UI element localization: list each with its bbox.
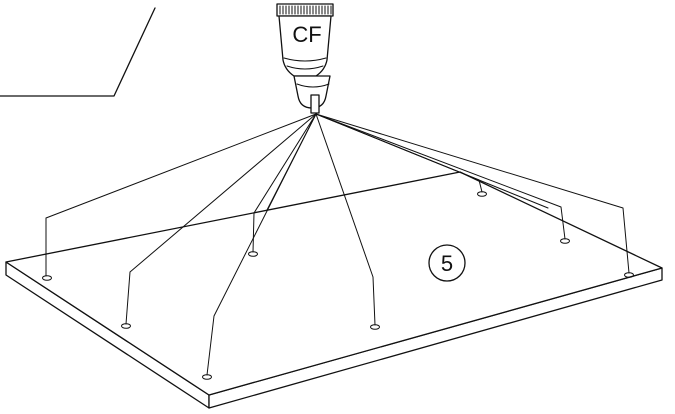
step-badge: 5 [428,244,466,282]
hole-1 [42,275,52,281]
tube-band-2 [286,65,324,70]
application-lines [45,113,630,376]
line-to-hole-1 [45,113,317,277]
board-top-face [5,171,663,396]
line-to-hole-4b [266,113,317,211]
line-to-hole-7 [315,113,566,240]
step-circle [428,244,466,282]
callout-line [0,7,156,97]
line-to-hole-2 [125,113,317,325]
tube-icon: CF [276,3,334,114]
line-to-hole-8 [315,113,630,274]
line-to-hole-7b [315,113,549,209]
tube-nozzle [310,94,320,114]
tube-band-1 [283,57,327,62]
step-number: 5 [441,251,453,276]
line-to-hole-5 [315,113,376,326]
tube-cap-ring [296,83,330,88]
tube-crimp-ridges [279,5,332,15]
tube-label: CF [292,22,321,47]
line-to-hole-4 [252,113,317,253]
